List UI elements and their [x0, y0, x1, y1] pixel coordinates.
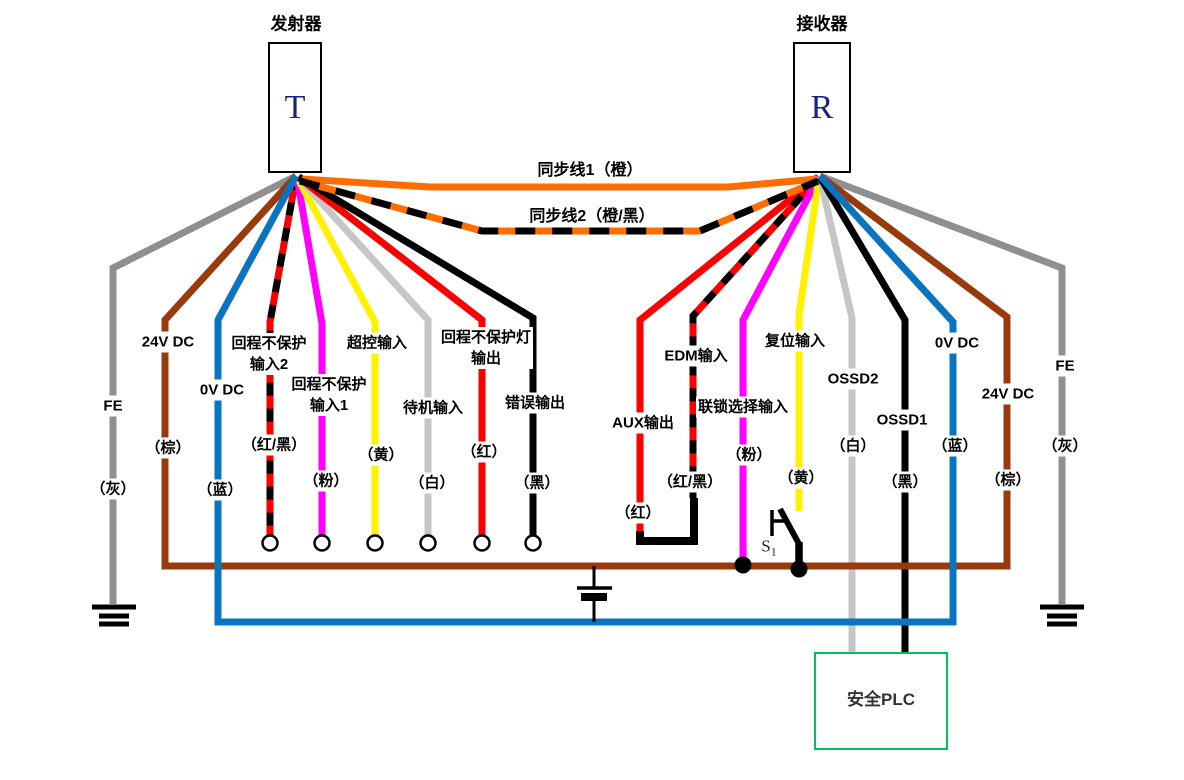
wire-color-label-override-input: （黄）	[356, 444, 406, 466]
wire-name-label-standby-input: 待机输入	[400, 397, 466, 419]
junction-dot	[734, 556, 752, 574]
wire-terminal	[419, 534, 437, 552]
aux-edm-jumper	[636, 498, 698, 545]
wire-color-label-24v-left: （棕）	[143, 437, 193, 459]
wire-color-label-edm-input: （红/黑）	[655, 471, 725, 493]
wire-error-output	[297, 174, 537, 537]
receiver-box: R	[793, 42, 851, 173]
switch-s1-label: S1	[761, 536, 777, 559]
receiver-title: 接收器	[796, 14, 848, 34]
wire-color-label-ossd1: （黑）	[880, 471, 930, 493]
safety-plc-label: 安全PLC	[847, 689, 915, 709]
wire-name-label-24v-left: 24V DC	[139, 331, 197, 353]
wire-color-label-standby-input: （白）	[407, 472, 457, 494]
wire-color-label-0v-left: （蓝）	[195, 479, 245, 501]
wire-terminal	[261, 534, 279, 552]
wire-name-label-override-input: 超控输入	[344, 332, 410, 354]
wire-color-label-error-output: （黑）	[512, 472, 562, 494]
wire-color-label-muting-input-1: （粉）	[301, 470, 351, 492]
wire-color-label-24v-right: （棕）	[983, 469, 1033, 491]
wire-aux-output	[636, 174, 821, 533]
transmitter-symbol: T	[284, 88, 306, 126]
wire-name-label-0v-right: 0V DC	[932, 332, 982, 354]
wire-sync-line-1	[301, 175, 818, 191]
wire-name-label-reset-input: 复位输入	[762, 330, 828, 352]
wire-name-label-aux-output: AUX输出	[610, 412, 676, 434]
wire-name-label-24v-right: 24V DC	[979, 383, 1037, 405]
wire-muting-lamp-output	[295, 174, 486, 537]
wire-name-label-ossd1: OSSD1	[874, 409, 930, 431]
wire-24v-dc-circuit	[161, 173, 1011, 570]
wire-terminal	[524, 534, 542, 552]
wire-color-label-ossd2: （白）	[828, 435, 878, 457]
wire-standby-input	[295, 174, 432, 537]
wire-sync-line-2-dash-overlay	[299, 177, 820, 235]
wire-interlock-select-input	[739, 175, 823, 563]
wire-name-label-0v-left: 0V DC	[197, 379, 247, 401]
transmitter-title: 发射器	[270, 14, 322, 34]
wire-name-label-fe-left: FE	[101, 395, 125, 417]
wire-color-label-fe-left: （灰）	[88, 478, 138, 500]
wire-name-label-edm-input: EDM输入	[662, 345, 730, 367]
switch-s1-blade	[777, 507, 802, 546]
battery-plate-short	[581, 593, 607, 601]
wire-color-label-aux-output: （红）	[613, 502, 663, 524]
wire-reset-input	[795, 176, 823, 511]
wire-color-label-interlock-select-input: （粉）	[724, 444, 774, 466]
wire-color-label-0v-right: （蓝）	[930, 435, 980, 457]
wire-terminal	[313, 534, 331, 552]
safety-plc-box: 安全PLC	[814, 652, 948, 750]
wire-color-label-muting-lamp-output: （红）	[459, 441, 509, 463]
wire-terminal	[473, 534, 491, 552]
wire-fe-right	[818, 172, 1066, 604]
wire-color-label-reset-input: （黄）	[776, 467, 826, 489]
wire-0v-dc-circuit	[214, 173, 957, 626]
wire-name-label-error-output: 错误输出	[502, 392, 568, 414]
wire-ossd2	[816, 176, 856, 652]
wire-name-label-ossd2: OSSD2	[825, 368, 881, 390]
wire-name-label-interlock-select-input: 联锁选择输入	[695, 396, 791, 418]
wire-name-label-muting-lamp-output: 回程不保护灯 输出	[438, 327, 534, 369]
wire-name-label-muting-input-1: 回程不保护 输入1	[289, 374, 369, 416]
wire-ossd1	[816, 175, 909, 652]
sync-line-1-label: 同步线1（橙）	[534, 156, 646, 180]
wire-terminal	[366, 534, 384, 552]
wire-name-label-muting-input-2: 回程不保护 输入2	[229, 333, 309, 375]
wire-edm-input-dash-overlay	[689, 174, 822, 498]
wire-color-label-fe-right: （灰）	[1040, 435, 1090, 457]
wire-muting-input-2-dash-overlay	[266, 176, 300, 537]
junction-dot	[790, 560, 808, 578]
wire-name-label-fe-right: FE	[1053, 355, 1077, 377]
transmitter-box: T	[268, 42, 322, 173]
wire-color-label-muting-input-2: （红/黑）	[239, 434, 309, 456]
wire-muting-input-1	[293, 176, 326, 537]
sync-line-2-label: 同步线2（橙/黑）	[526, 202, 658, 226]
receiver-symbol: R	[810, 88, 834, 126]
